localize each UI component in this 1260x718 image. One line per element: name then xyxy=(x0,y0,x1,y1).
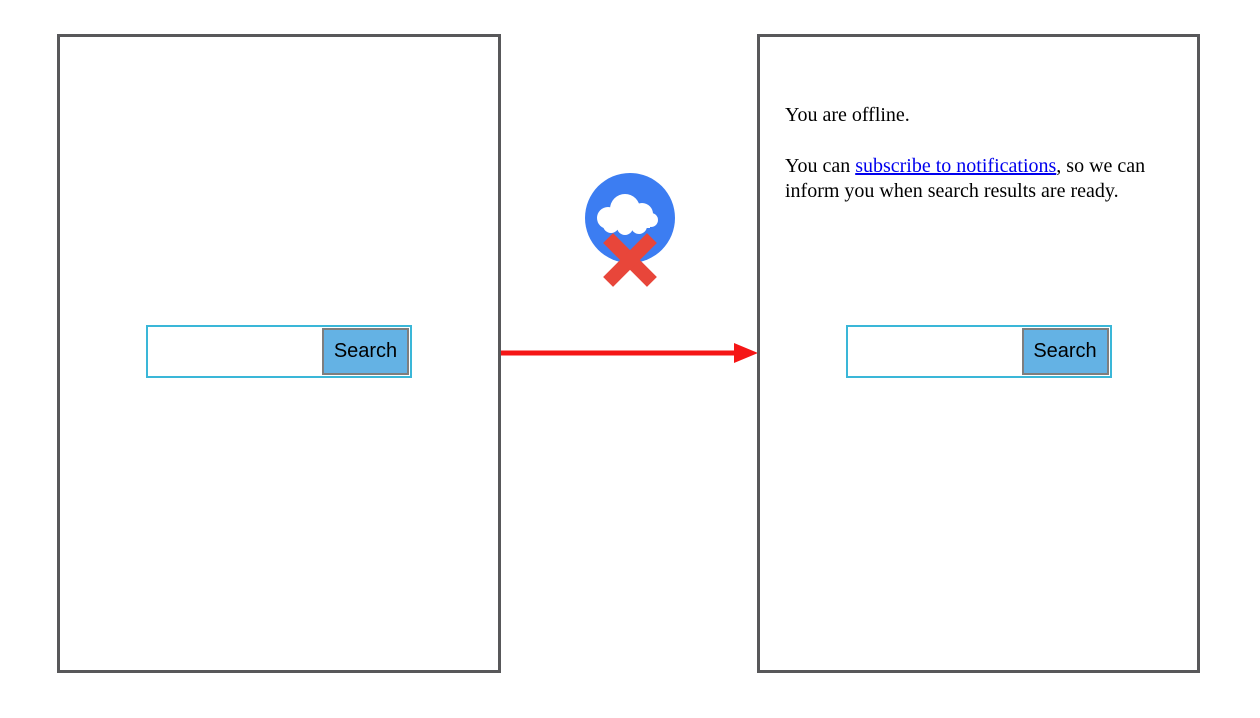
flow-arrow xyxy=(501,343,758,363)
search-input[interactable] xyxy=(849,329,1023,372)
x-icon xyxy=(603,233,657,287)
offline-cloud-icon xyxy=(585,173,675,287)
subscribe-suffix: , so we can inform you when search resul… xyxy=(785,155,1146,202)
search-widget: Search xyxy=(845,325,1112,378)
cloud-icon xyxy=(597,194,658,235)
subscribe-message: You can subscribe to notifications, so w… xyxy=(785,154,1172,204)
search-widget: Search xyxy=(146,325,412,378)
offline-text-block: You are offline. You can subscribe to no… xyxy=(760,37,1197,204)
subscribe-prefix: You can xyxy=(785,155,856,177)
search-button[interactable]: Search xyxy=(1021,328,1109,375)
search-input[interactable] xyxy=(150,329,323,372)
browser-frame-online: Search xyxy=(57,34,501,673)
search-button[interactable]: Search xyxy=(322,328,409,375)
offline-message: You are offline. xyxy=(785,104,910,126)
browser-frame-offline: You are offline. You can subscribe to no… xyxy=(757,34,1200,673)
subscribe-notifications-link[interactable]: subscribe to notifications xyxy=(855,155,1057,177)
